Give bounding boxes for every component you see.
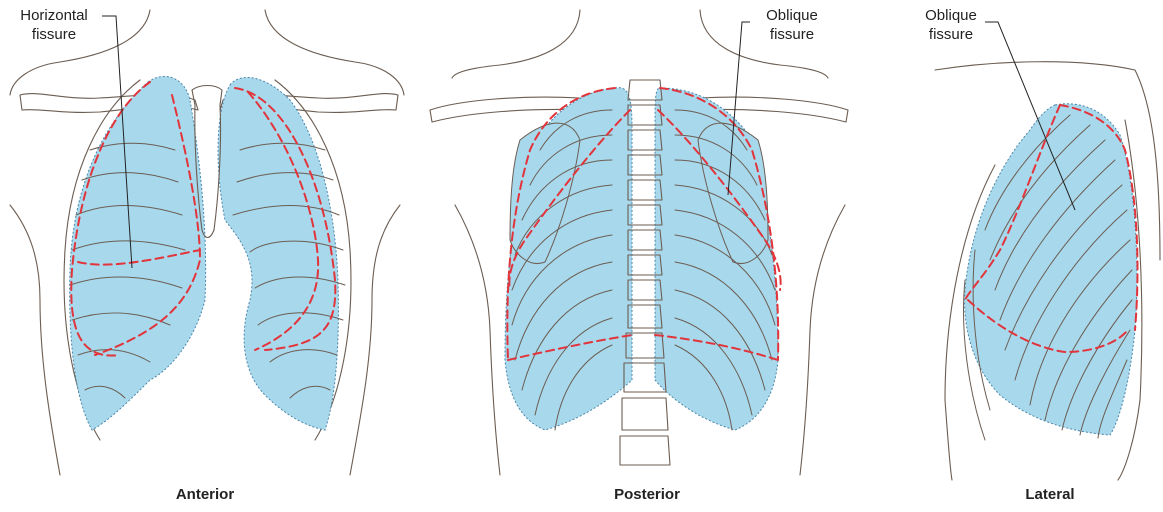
lateral-lung [965, 104, 1137, 435]
lateral-caption: Lateral [1000, 486, 1100, 503]
posterior-torso-outline [800, 205, 845, 475]
posterior-view [430, 10, 848, 475]
posterior-neck-outline [452, 10, 580, 78]
lateral-fissure-label: Oblique fissure [915, 6, 987, 44]
posterior-torso-outline [455, 205, 500, 475]
posterior-caption: Posterior [592, 486, 702, 503]
anterior-caption: Anterior [150, 486, 260, 503]
anterior-neck-outline [265, 10, 404, 95]
posterior-fissure-label: Oblique fissure [752, 6, 832, 44]
anterior-torso-outline [10, 205, 60, 475]
lateral-view [935, 22, 1160, 480]
anterior-torso-outline [350, 205, 400, 475]
anterior-left-lung [218, 77, 338, 430]
anterior-view [10, 10, 404, 475]
anterior-fissure-label: Horizontal fissure [6, 6, 102, 44]
